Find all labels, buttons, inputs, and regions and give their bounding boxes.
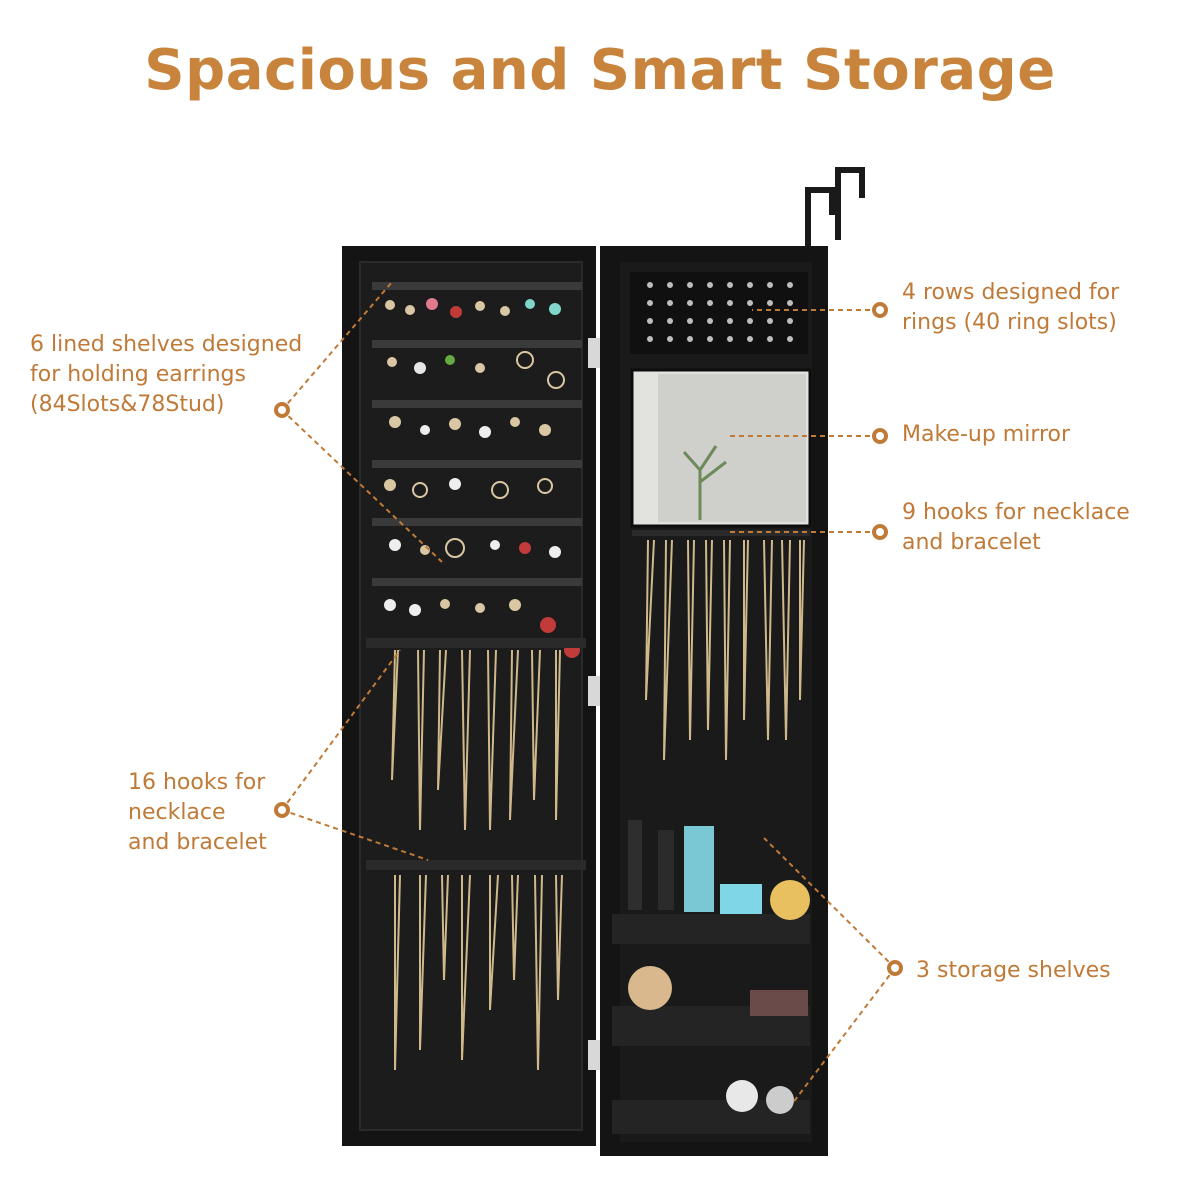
callout-rings-line1: 4 rows designed for xyxy=(902,280,1120,305)
necklaces-door xyxy=(391,649,563,1071)
callout-dots xyxy=(274,302,903,976)
callout-shelves-line1: 3 storage shelves xyxy=(916,958,1111,983)
callout-mirror: Make-up mirror xyxy=(902,420,1070,450)
callout-9-hooks: 9 hooks for necklace and bracelet xyxy=(902,498,1130,558)
callout-earrings-line2: for holding earrings xyxy=(30,362,246,387)
callout-9-hooks-line2: and bracelet xyxy=(902,530,1041,555)
callout-earrings-line3: (84Slots&78Stud) xyxy=(30,392,225,417)
earring-shelves xyxy=(372,282,582,586)
callout-16-hooks: 16 hooks for necklace and bracelet xyxy=(128,768,267,858)
earrings xyxy=(384,298,580,658)
callout-earrings-line1: 6 lined shelves designed xyxy=(30,332,303,357)
cosmetics xyxy=(628,820,810,1114)
necklaces-cabinet xyxy=(645,539,805,761)
callout-9-hooks-line1: 9 hooks for necklace xyxy=(902,500,1130,525)
callout-16-hooks-line3: and bracelet xyxy=(128,830,267,855)
callout-rings-line2: rings (40 ring slots) xyxy=(902,310,1117,335)
door-hook-right xyxy=(835,167,865,240)
callout-mirror-line1: Make-up mirror xyxy=(902,422,1071,447)
callout-16-hooks-line1: 16 hooks for xyxy=(128,770,266,795)
callout-16-hooks-line2: necklace xyxy=(128,800,226,825)
door-hook-left xyxy=(805,187,835,248)
callout-earrings: 6 lined shelves designed for holding ear… xyxy=(30,330,302,420)
ring-section xyxy=(630,272,808,354)
callout-rings: 4 rows designed for rings (40 ring slots… xyxy=(902,278,1119,338)
callout-lines xyxy=(281,281,896,1105)
callout-shelves: 3 storage shelves xyxy=(916,956,1111,986)
page-title: Spacious and Smart Storage xyxy=(144,38,1056,103)
